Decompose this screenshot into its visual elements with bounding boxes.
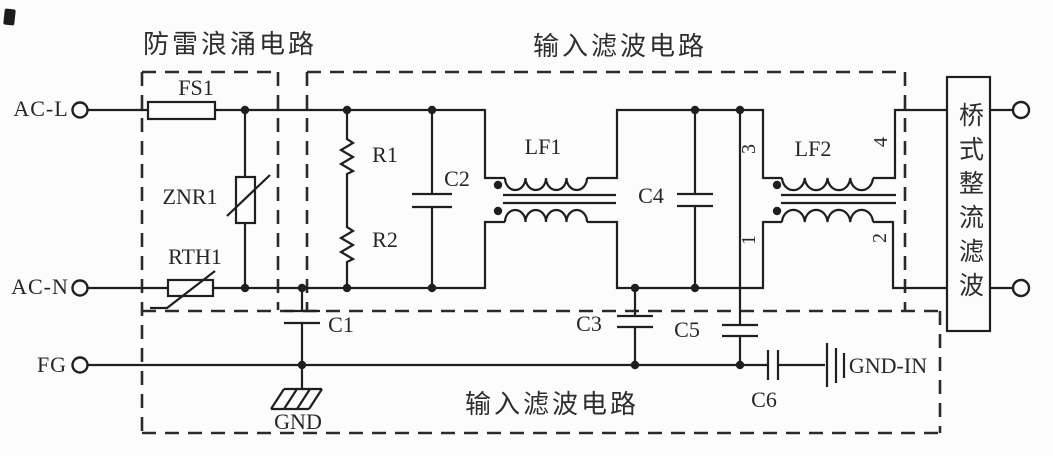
component-label-lf1: LF1 <box>524 134 562 159</box>
wire-top-rail-left <box>88 108 505 180</box>
lf2-phase-dot-top <box>772 180 782 190</box>
choke-lf2-core <box>781 193 896 205</box>
lf2-pin-label-2: 2 <box>869 233 891 243</box>
fuse-fs1-symbol <box>146 100 217 121</box>
choke-lf1-bottom-winding <box>503 208 589 223</box>
choke-lf1-core <box>503 193 616 205</box>
gnd-label: GND <box>274 409 322 434</box>
terminal-ac-n-circle <box>71 279 89 297</box>
resistor-r1-r2-symbol <box>338 110 356 288</box>
terminal-output-bottom-circle <box>1011 278 1031 298</box>
choke-lf2-bottom-winding <box>780 208 875 223</box>
component-label-c2: C2 <box>444 166 470 191</box>
junction-dots <box>240 105 782 370</box>
component-label-c4: C4 <box>638 183 664 208</box>
component-label-znr1: ZNR1 <box>162 184 218 209</box>
gnd-in-label: GND-IN <box>848 353 928 378</box>
lf1-phase-dot-bottom <box>493 206 503 216</box>
thermistor-rth1-diagonal <box>150 270 216 310</box>
capacitor-c6-symbol <box>766 350 780 380</box>
choke-lf2-top-winding <box>780 177 875 192</box>
varistor-znr1-body <box>234 175 257 225</box>
choke-lf1-top-winding <box>503 177 589 192</box>
scan-artifact <box>3 8 16 26</box>
varistor-znr1-diagonal <box>226 174 271 217</box>
section-label-surge: 防雷浪涌电路 <box>142 30 318 59</box>
lf2-pin-label-3: 3 <box>738 144 760 154</box>
component-label-r1: R1 <box>372 142 398 167</box>
component-label-c5: C5 <box>674 317 700 342</box>
section-label-input-filter-bottom: 输入滤波电路 <box>464 390 640 419</box>
terminal-label-fg: FG <box>36 352 68 377</box>
terminals-group <box>71 100 1031 374</box>
capacitor-c1-symbol <box>284 288 320 365</box>
terminal-ac-l-circle <box>71 101 89 119</box>
capacitor-c4-symbol <box>677 110 713 288</box>
wire-bottom-rail-mid <box>587 220 782 290</box>
wires <box>88 108 1012 411</box>
thermistor-rth1-body <box>166 278 215 298</box>
component-label-fs1: FS1 <box>178 75 214 100</box>
wire-top-rail-mid <box>587 108 782 180</box>
wire-top-rail-right <box>873 108 947 180</box>
capacitor-c5-symbol <box>722 110 758 365</box>
component-bodies <box>146 75 992 333</box>
wire-output-leads <box>990 108 1012 290</box>
lf2-pin-label-1: 1 <box>738 235 760 245</box>
terminal-fg-circle <box>71 356 89 374</box>
component-label-lf2: LF2 <box>794 136 832 161</box>
wire-bottom-rail-right <box>873 220 947 290</box>
terminal-label-ac-l: AC-L <box>13 96 69 121</box>
terminal-output-top-circle <box>1011 100 1031 120</box>
capacitor-c3-symbol <box>617 288 653 365</box>
lf2-phase-dot-bottom <box>772 206 782 216</box>
lf1-phase-dot-top <box>493 180 503 190</box>
component-label-c6: C6 <box>751 387 777 412</box>
wire-bottom-rail-left <box>88 220 505 290</box>
component-label-rth1: RTH1 <box>168 244 222 269</box>
component-label-c1: C1 <box>328 312 354 337</box>
lf2-pin-label-4: 4 <box>870 137 892 147</box>
bridge-rectifier-box <box>945 75 992 333</box>
gnd-chassis-symbol <box>270 365 323 411</box>
section-label-input-filter-top: 输入滤波电路 <box>532 32 708 61</box>
component-diagonals <box>150 174 271 310</box>
bridge-rectifier-label: 桥式整流滤波 <box>955 102 983 306</box>
dashed-section-boxes <box>140 70 942 435</box>
capacitor-c2-symbol <box>412 110 452 288</box>
component-label-c3: C3 <box>576 311 602 336</box>
terminal-label-ac-n: AC-N <box>11 274 69 299</box>
gnd-in-symbol <box>825 343 846 387</box>
component-label-r2: R2 <box>372 227 398 252</box>
